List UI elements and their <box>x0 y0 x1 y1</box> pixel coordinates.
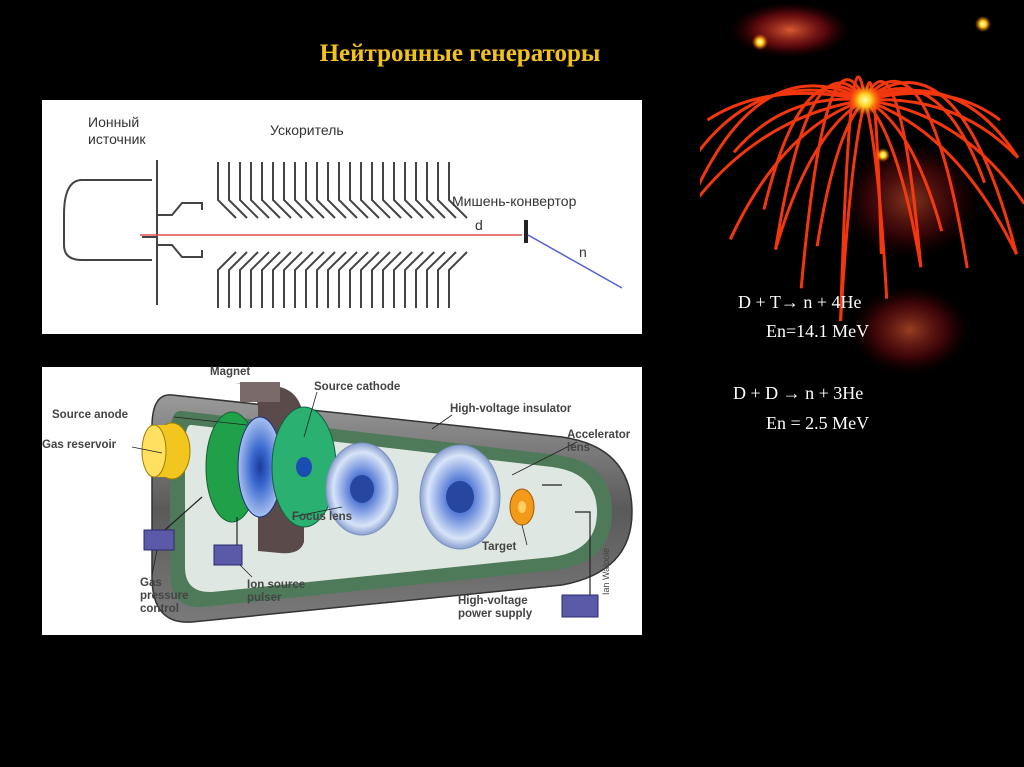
target-label-device: Target <box>482 541 517 553</box>
image-credit: Ian Walpole <box>601 547 611 595</box>
high-voltage-power-supply-label: High-voltage power supply <box>458 595 533 620</box>
beam-label: d <box>475 217 483 233</box>
source-cathode-label: Source cathode <box>314 381 401 393</box>
slide-title: Нейтронные генераторы <box>319 40 601 67</box>
gas-pressure-control-label: Gas pressure control <box>140 577 189 615</box>
magnet-label: Magnet <box>210 366 251 378</box>
ion-source-pulser-label: Ion source pulser <box>247 579 306 604</box>
accelerator-lens-label: Accelerator lens <box>567 429 631 454</box>
decorative-sphere-image <box>700 2 1024 375</box>
neutron-label: n <box>579 244 587 260</box>
target-label: Мишень-конвертор <box>452 193 577 209</box>
schematic-drawing <box>63 160 623 308</box>
accelerator-label: Ускоритель <box>270 122 344 138</box>
focus-lens-label: Focus lens <box>292 511 353 523</box>
source-anode-label: Source anode <box>52 409 129 421</box>
reaction-1-energy: En=14.1 MeV <box>766 321 870 341</box>
reaction-1-equation: D + T→ n + 4He <box>738 292 862 312</box>
neutron-tube-cutaway: Magnet Source cathode Source anode Gas r… <box>42 366 642 635</box>
neutron-beam <box>527 234 623 289</box>
ion-source-label: Ионный источник <box>88 114 146 147</box>
reaction-2-equation: D + D → n + 3He <box>733 383 864 403</box>
ion-source-shape <box>63 160 203 305</box>
reaction-2-energy: En = 2.5 MeV <box>766 413 870 433</box>
cutaway-drawing <box>131 382 633 623</box>
gas-reservoir-label: Gas reservoir <box>42 439 117 451</box>
accelerator-schematic: Ионный источник Ускоритель Мишень-конвер… <box>42 100 642 334</box>
high-voltage-insulator-label: High-voltage insulator <box>450 403 572 415</box>
